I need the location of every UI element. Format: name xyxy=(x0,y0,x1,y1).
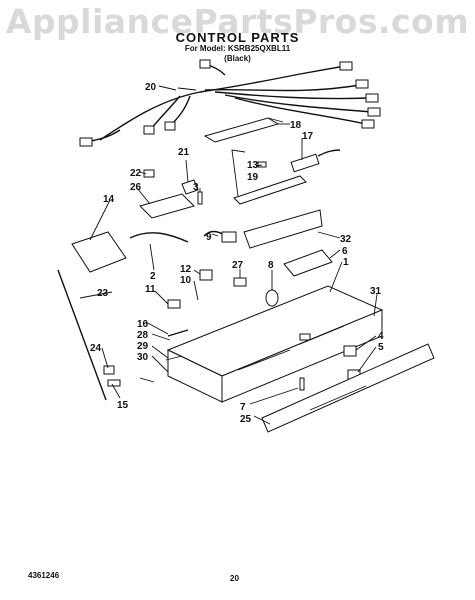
callout-19: 19 xyxy=(247,172,259,183)
temperature-sensor xyxy=(290,153,320,173)
part-11 xyxy=(167,299,181,309)
callout-1: 1 xyxy=(343,257,349,268)
callout-29: 29 xyxy=(137,341,149,352)
screw-3 xyxy=(197,191,203,205)
model-line: For Model: KSRB25QXBL11 xyxy=(184,44,291,53)
insulation-32 xyxy=(243,209,323,249)
part-24 xyxy=(103,365,115,375)
callout-20: 20 xyxy=(145,82,157,93)
control-housing xyxy=(166,285,384,403)
callout-2: 2 xyxy=(150,271,156,282)
callout-11: 11 xyxy=(145,284,156,295)
callout-17: 17 xyxy=(302,131,314,142)
callout-8: 8 xyxy=(268,260,274,271)
callout-32: 32 xyxy=(340,234,352,245)
part-27 xyxy=(233,277,247,287)
part-15 xyxy=(107,379,121,387)
callout-28: 28 xyxy=(137,330,149,341)
callout-13: 13 xyxy=(247,160,259,171)
color-line: (Black) xyxy=(224,54,251,63)
callout-25: 25 xyxy=(240,414,252,425)
callout-10: 10 xyxy=(180,275,192,286)
callout-30: 30 xyxy=(137,352,149,363)
callout-9: 9 xyxy=(206,232,212,243)
callout-7: 7 xyxy=(240,402,246,413)
callout-3: 3 xyxy=(193,182,199,193)
callout-24: 24 xyxy=(90,343,102,354)
wire-harness xyxy=(79,59,381,147)
callout-14: 14 xyxy=(103,194,115,205)
callout-6: 6 xyxy=(342,246,348,257)
control-board-6 xyxy=(283,249,333,277)
callout-18: 18 xyxy=(290,120,302,131)
diagram-title: CONTROL PARTS xyxy=(175,30,300,45)
tube-2 xyxy=(129,232,189,243)
callout-27: 27 xyxy=(232,260,244,271)
relay-12 xyxy=(199,269,213,281)
page-number: 20 xyxy=(230,574,239,583)
lens-14 xyxy=(71,231,127,273)
watermark: AppliancePartsPros.com xyxy=(5,2,470,41)
screw-13 xyxy=(257,161,267,168)
rod-23 xyxy=(57,269,107,401)
callout-31: 31 xyxy=(370,286,382,297)
callout-4: 4 xyxy=(378,331,384,342)
callout-16: 16 xyxy=(137,319,149,330)
clip-21 xyxy=(181,179,199,195)
light-shield-26 xyxy=(139,193,195,219)
callout-12: 12 xyxy=(180,264,192,275)
control-bar xyxy=(233,175,307,205)
callout-21: 21 xyxy=(178,147,190,158)
control-4 xyxy=(343,345,357,357)
screw-7 xyxy=(299,377,305,391)
cover-bracket xyxy=(203,117,280,143)
callout-23: 23 xyxy=(97,288,109,299)
knob-8 xyxy=(265,289,279,307)
switch-9 xyxy=(221,231,237,243)
callout-15: 15 xyxy=(117,400,129,411)
callout-26: 26 xyxy=(130,182,142,193)
document-number: 4361246 xyxy=(28,571,60,580)
leader-lines xyxy=(79,85,378,425)
trim-strip-25 xyxy=(261,343,435,433)
callout-labels: 20 18 17 19 21 13 3 22 26 14 9 32 6 1 2 … xyxy=(90,82,384,425)
callout-22: 22 xyxy=(130,168,142,179)
callout-5: 5 xyxy=(378,342,384,353)
